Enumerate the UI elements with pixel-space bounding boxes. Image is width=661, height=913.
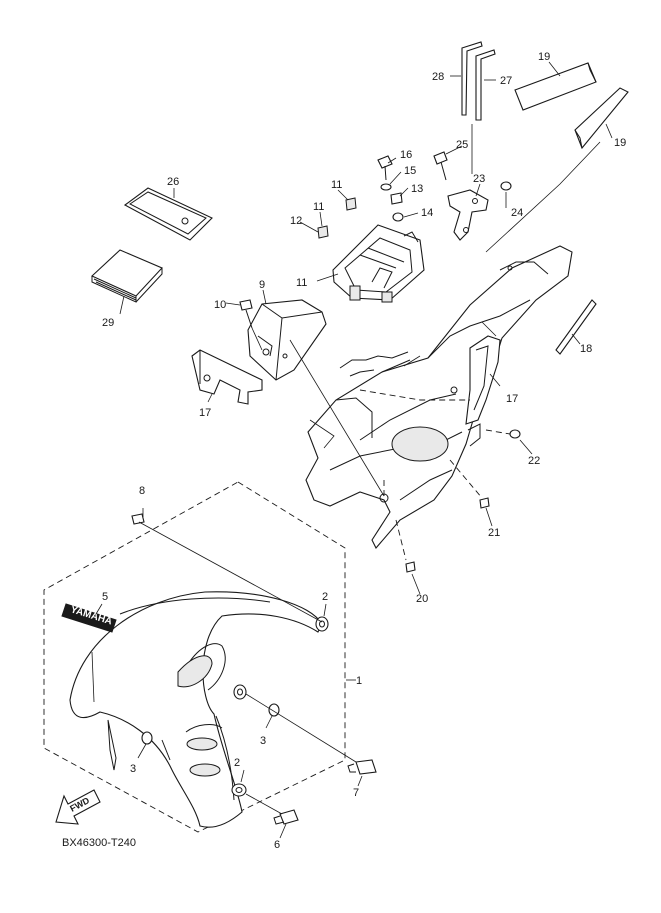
callout-1: 1 [356,675,362,687]
part-12-nut [390,192,403,205]
callout-6: 7 [353,787,359,799]
part-19-pad-upper [514,62,597,111]
part-23-bracket [447,189,489,241]
part-6-bolt [347,759,377,775]
assembly-1-boundary [43,481,346,833]
part-14-washer [380,183,392,191]
part-7-nut [131,513,145,525]
callout-15: 16 [400,149,412,161]
callout-9: 10 [214,299,226,311]
part-24-bolt [500,181,512,191]
callout-19-lower: 19 [614,137,626,149]
callout-16: 17 [199,407,211,419]
callout-21: 21 [488,527,500,539]
part-5-bolt [273,809,299,825]
callout-24: 24 [511,207,523,219]
part-10-tray [332,224,425,303]
callout-23: 23 [473,173,485,185]
callout-26: 26 [167,176,179,188]
callout-11-a: 11 [331,179,342,191]
callout-numbers: 28 27 19 19 16 15 13 14 25 23 24 11 11 1… [102,51,626,851]
rear-cowl [305,245,573,549]
part-13-nut [392,212,404,222]
callout-29: 29 [102,317,114,329]
part-22-grommet [509,429,521,439]
callout-4: 5 [102,591,108,603]
callout-2-lower: 2 [234,757,240,769]
callout-2-upper: 2 [322,591,328,603]
part-27-rod [475,49,496,121]
callout-14: 15 [404,165,416,177]
part-2-grommet-upper [315,616,329,632]
part-17-side-panel [465,335,501,447]
part-8-housing [247,299,327,381]
callout-17: 17 [506,393,518,405]
part-front-fender [69,591,323,828]
part-16-cover [191,349,263,405]
leader-lines [91,61,613,839]
part-28-rod [461,41,483,116]
callout-11-c: 12 [290,215,302,227]
part-20-screw [405,561,416,573]
part-3-collar-a [268,703,280,717]
callout-28: 28 [432,71,444,83]
callout-12: 13 [411,183,423,195]
part-21-screw [479,497,490,509]
part-19-pad-lower [574,87,629,150]
part-4-yamaha-decal: YAMAHA [61,603,117,633]
callout-13: 14 [421,207,433,219]
callout-5: 6 [274,839,280,851]
callout-10: 11 [296,277,307,289]
callout-7: 8 [139,485,145,497]
callout-8: 9 [259,279,265,291]
callout-3-a: 3 [260,735,266,747]
part-3-collar-b [141,731,153,745]
callout-3-b: 3 [130,763,136,775]
part-18-strip [555,299,597,355]
part-2-grommet-lower [231,783,247,797]
part-26-card [123,187,213,241]
part-9-screw [239,299,253,329]
part-3-collar-c [233,684,247,700]
part-25-bolt [433,151,448,181]
part-29-manual [91,249,163,303]
diagram-code: BX46300-T240 [62,837,136,849]
part-15-bolt [377,155,393,181]
callout-25: 25 [456,139,468,151]
part-11-clip-b [317,225,329,239]
callout-22: 22 [528,455,540,467]
callout-20: 20 [416,593,428,605]
callout-27: 27 [500,75,512,87]
callout-19-upper: 19 [538,51,550,63]
callout-18: 18 [580,343,592,355]
part-11-clip-a [345,197,357,211]
fwd-arrow-icon: FWD [55,789,101,825]
callout-11-b: 11 [313,201,324,213]
